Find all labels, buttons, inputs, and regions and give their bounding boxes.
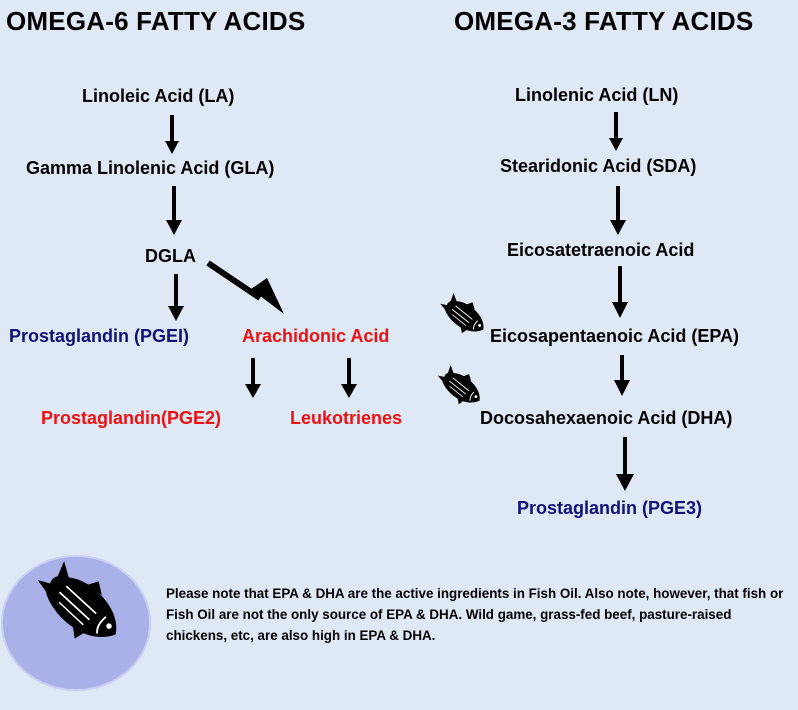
arrow-down-icon [165,115,179,154]
node-prostaglandin-pge2: Prostaglandin(PGE2) [41,408,222,428]
node-linoleic-acid: Linoleic Acid (LA) [82,86,235,106]
omega3-heading: OMEGA-3 FATTY ACIDS [454,6,754,36]
footnote-text: Please note that EPA & DHA are the activ… [166,586,784,643]
arrow-down-icon [616,437,634,491]
node-leukotrienes: Leukotrienes [290,408,403,428]
node-gamma-linolenic-acid: Gamma Linolenic Acid (GLA) [26,158,275,178]
node-stearidonic-acid: Stearidonic Acid (SDA) [500,156,697,176]
arrow-down-icon [614,355,630,396]
node-eicosatetraenoic-acid: Eicosatetraenoic Acid [507,240,695,260]
node-linolenic-acid: Linolenic Acid (LN) [515,85,679,105]
omega6-heading: OMEGA-6 FATTY ACIDS [6,6,306,36]
arrow-down-icon [166,186,182,235]
arrow-down-icon [610,186,626,235]
arrow-diagonal-icon [206,260,284,314]
node-arachidonic-acid: Arachidonic Acid [242,326,390,346]
arrow-down-icon [245,358,261,398]
arrow-down-icon [609,112,623,151]
fish-icon [432,288,493,342]
node-eicosapentaenoic-acid: Eicosapentaenoic Acid (EPA) [490,326,740,346]
node-prostaglandin-pge3: Prostaglandin (PGE3) [517,498,703,518]
node-dgla: DGLA [145,246,196,266]
arrow-down-icon [612,266,628,318]
arrow-down-icon [341,358,357,398]
fish-icon [430,361,489,413]
node-prostaglandin-pge1: Prostaglandin (PGEI) [9,326,190,346]
fish-badge-icon [1,552,151,691]
arrow-down-icon [168,274,184,321]
node-docosahexaenoic-acid: Docosahexaenoic Acid (DHA) [480,408,733,428]
